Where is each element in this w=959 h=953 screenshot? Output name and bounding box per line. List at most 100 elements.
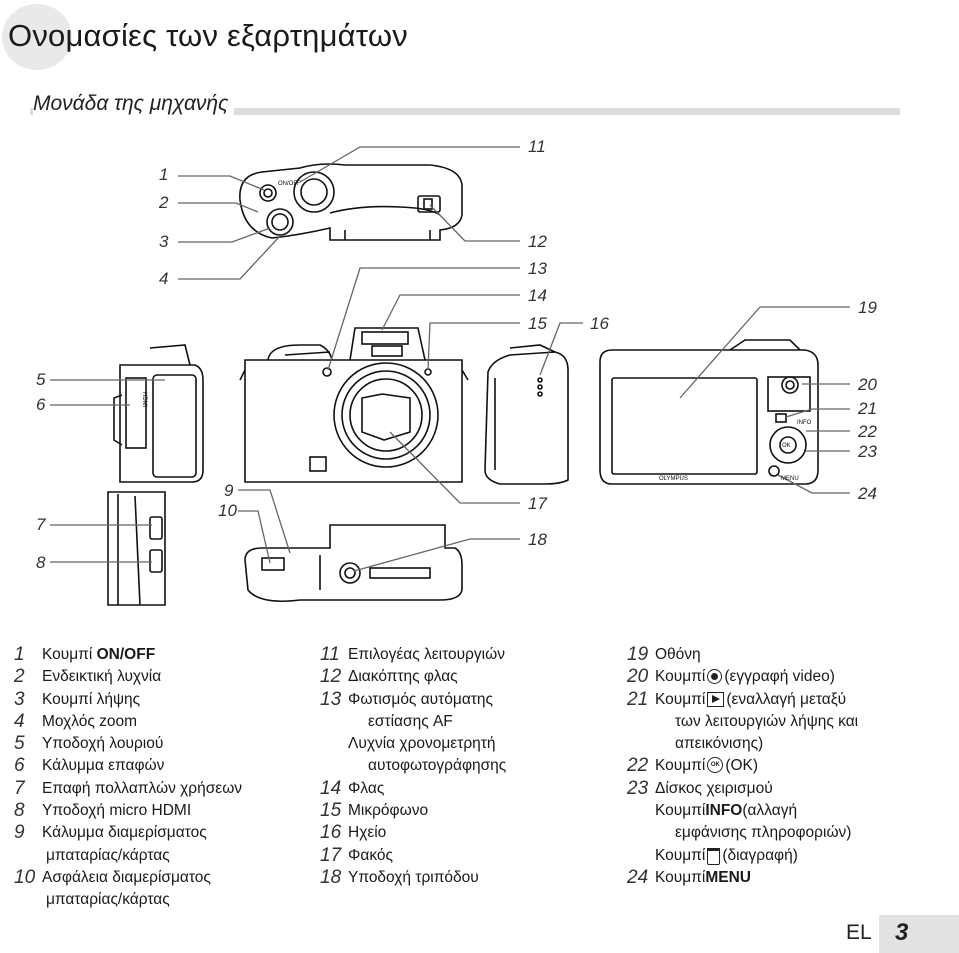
legend-item-23: 23 Δίσκος χειρισμού bbox=[627, 778, 858, 800]
legend-item-14: 14 Φλας bbox=[320, 778, 506, 800]
subtitle-rule bbox=[30, 108, 900, 115]
playback-icon bbox=[707, 691, 725, 707]
legend-prefix: Κουμπί bbox=[42, 646, 97, 663]
legend-item-21-cont-b: απεικόνισης) bbox=[675, 735, 764, 753]
legend-number: 3 bbox=[14, 688, 25, 710]
legend-text: Ενδεικτική λυχνία bbox=[42, 668, 162, 686]
callout-12: 12 bbox=[528, 232, 547, 251]
legend-text: Κουμπί ON/OFF bbox=[42, 644, 155, 666]
callout-11: 11 bbox=[528, 137, 546, 156]
hdmi-label: HDMI bbox=[141, 392, 147, 408]
legend-number: 2 bbox=[14, 666, 25, 688]
callout-22: 22 bbox=[857, 422, 877, 441]
legend-number: 14 bbox=[320, 777, 342, 799]
legend-item-13-extra: Λυχνία χρονομετρητή bbox=[348, 735, 496, 753]
callout-20: 20 bbox=[857, 375, 877, 394]
legend-number: 20 bbox=[627, 666, 649, 688]
legend-item-18: 18 Υποδοχή τριπόδου bbox=[320, 867, 506, 889]
camera-front-view bbox=[239, 327, 469, 483]
callout-6: 6 bbox=[36, 395, 46, 414]
legend-number: 16 bbox=[320, 822, 342, 844]
camera-top-view bbox=[239, 163, 463, 241]
legend-item-21-cont: των λειτουργιών λήψης και bbox=[675, 712, 859, 730]
legend-bold-text: ON/OFF bbox=[96, 646, 156, 663]
legend-text: Κουμπί λήψης bbox=[42, 690, 141, 708]
on-off-label: ON/OFF bbox=[278, 181, 301, 187]
legend-item-8: 8 Υποδοχή micro HDMI bbox=[14, 800, 242, 822]
callout-24: 24 bbox=[857, 484, 877, 503]
camera-back-view bbox=[599, 339, 819, 485]
legend-number: 7 bbox=[14, 777, 25, 799]
legend-text: Επαφή πολλαπλών χρήσεων bbox=[42, 779, 243, 797]
callout-1: 1 bbox=[159, 165, 168, 184]
legend-text: Κάλυμμα επαφών bbox=[42, 757, 165, 775]
section-subtitle: Μονάδα της μηχανής bbox=[33, 92, 235, 116]
legend-number: 15 bbox=[320, 800, 342, 822]
legend-item-23-info: Κουμπί INFO (αλλαγή bbox=[627, 800, 858, 822]
legend-text: Διακόπτης φλας bbox=[348, 668, 458, 686]
camera-side-detail bbox=[107, 491, 166, 606]
callout-8: 8 bbox=[36, 553, 46, 572]
legend-suffix: (διαγραφή) bbox=[722, 846, 798, 864]
legend-item-2: 2 Ενδεικτική λυχνία bbox=[14, 666, 242, 688]
legend-text: Φλας bbox=[348, 779, 385, 797]
callout-7: 7 bbox=[36, 515, 46, 534]
callout-14: 14 bbox=[528, 286, 547, 305]
callout-10: 10 bbox=[218, 501, 237, 520]
legend-number: 1 bbox=[14, 644, 25, 665]
legend-text: Δίσκος χειρισμού bbox=[655, 779, 773, 797]
callout-13: 13 bbox=[528, 259, 547, 278]
callout-17: 17 bbox=[528, 494, 547, 513]
legend-number: 23 bbox=[627, 777, 649, 799]
ok-icon: OK bbox=[707, 757, 724, 774]
legend-item-13-extra-cont: αυτοφωτογράφησης bbox=[368, 757, 507, 775]
legend-item-10-cont: μπαταρίας/κάρτας bbox=[46, 891, 170, 909]
legend-text: Υποδοχή micro HDMI bbox=[42, 802, 192, 820]
legend-number: 13 bbox=[320, 688, 342, 710]
callout-4: 4 bbox=[159, 269, 168, 288]
legend-prefix: Κουμπί bbox=[655, 757, 706, 775]
callout-leaders bbox=[50, 146, 850, 572]
legend-number: 18 bbox=[320, 866, 342, 888]
info-label: INFO bbox=[797, 420, 812, 426]
legend-number: 24 bbox=[627, 866, 649, 888]
legend-number: 21 bbox=[627, 688, 649, 710]
legend-text: Φωτισμός αυτόματης bbox=[348, 690, 493, 708]
legend-number: 8 bbox=[14, 800, 25, 822]
legend-text: Υποδοχή τριπόδου bbox=[348, 868, 479, 886]
legend-number: 5 bbox=[14, 733, 25, 755]
legend-suffix: (εναλλαγή μεταξύ bbox=[726, 690, 847, 708]
legend-bold-text: MENU bbox=[705, 868, 751, 886]
legend-column-1: 1 Κουμπί ON/OFF 2 Ενδεικτική λυχνία 3 Κουμπ… bbox=[14, 644, 242, 912]
record-icon bbox=[707, 669, 723, 685]
callout-15: 15 bbox=[528, 314, 547, 333]
legend-item-24: 24 Κουμπί MENU bbox=[627, 867, 858, 889]
legend-prefix: Κουμπί bbox=[655, 802, 706, 820]
legend-text: Μοχλός zoom bbox=[42, 712, 138, 730]
callout-21: 21 bbox=[857, 399, 877, 418]
legend-number: 11 bbox=[320, 644, 340, 665]
legend-item-3: 3 Κουμπί λήψης bbox=[14, 689, 242, 711]
camera-diagram: OLYMPUS HDMI ON/OFF INFO MENU OK 1 2 3 4… bbox=[36, 137, 877, 606]
menu-label: MENU bbox=[781, 476, 799, 482]
callout-16: 16 bbox=[590, 314, 609, 333]
legend-item-1: 1 Κουμπί ON/OFF bbox=[14, 644, 242, 666]
legend-prefix: Κουμπί bbox=[655, 868, 706, 886]
legend-suffix: (εγγραφή video) bbox=[724, 668, 835, 686]
camera-bottom-view bbox=[244, 524, 463, 603]
legend-item-9-cont: μπαταρίας/κάρτας bbox=[46, 846, 170, 864]
legend-item-7: 7 Επαφή πολλαπλών χρήσεων bbox=[14, 778, 242, 800]
page-number: 3 bbox=[895, 919, 909, 946]
